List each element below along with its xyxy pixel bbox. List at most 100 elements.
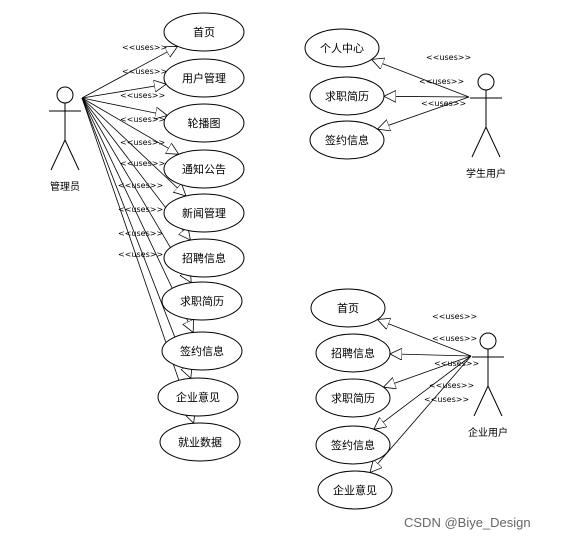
admin-use-case-label-10: 就业数据	[178, 435, 222, 449]
use-case-ellipse[interactable]	[317, 470, 393, 510]
admin-uses-label-7: <<uses>>	[118, 181, 163, 190]
use-case-ellipse[interactable]	[163, 149, 245, 189]
student-actor-leg-left	[471, 126, 487, 158]
admin-uses-line-10	[81, 97, 194, 423]
admin-use-case-4[interactable]: 通知公告	[163, 149, 245, 189]
admin-uses-label-1: <<uses>>	[122, 43, 167, 52]
admin-uses-line-5	[81, 97, 186, 196]
student-uses-label-1: <<uses>>	[426, 53, 471, 62]
company-uses-line-3	[383, 355, 472, 387]
company-actor-label: 企业用户	[468, 426, 508, 439]
student-uses-label-2: <<uses>>	[419, 77, 464, 86]
student-use-case-label-3: 签约信息	[325, 133, 369, 147]
use-case-ellipse[interactable]	[163, 193, 245, 233]
admin-use-case-label-6: 招聘信息	[182, 251, 226, 265]
company-use-case-5[interactable]: 企业意见	[317, 470, 393, 510]
admin-uses-label-3: <<uses>>	[120, 91, 165, 100]
admin-uses-line-4	[81, 97, 179, 154]
company-actor-leg-right	[487, 385, 503, 417]
company-use-case-3[interactable]: 求职简历	[315, 378, 391, 418]
company-uses-line-2	[390, 354, 472, 356]
admin-use-case-2[interactable]: 用户管理	[163, 58, 245, 98]
admin-use-case-1[interactable]: 首页	[163, 12, 245, 52]
admin-use-case-8[interactable]: 签约信息	[161, 331, 243, 371]
student-actor-leg-right	[485, 126, 501, 158]
student-use-case-label-1: 个人中心	[320, 42, 364, 55]
admin-uses-label-10: <<uses>>	[118, 250, 163, 259]
admin-uses-label-6: <<uses>>	[120, 159, 165, 168]
use-case-ellipse[interactable]	[161, 331, 243, 371]
use-case-ellipse[interactable]	[315, 333, 391, 373]
use-case-ellipse[interactable]	[304, 28, 380, 68]
use-case-ellipse[interactable]	[161, 281, 243, 321]
company-use-case-label-1: 首页	[337, 301, 359, 315]
company-use-case-label-4: 签约信息	[331, 438, 375, 452]
admin-use-case-label-5: 新闻管理	[182, 206, 226, 220]
company-use-case-label-2: 招聘信息	[331, 346, 375, 360]
company-uses-label-4: <<uses>>	[429, 381, 474, 390]
admin-use-case-label-8: 签约信息	[180, 344, 224, 358]
admin-actor-label: 管理员	[50, 180, 80, 193]
admin-uses-line-2	[81, 84, 166, 99]
student-use-case-2[interactable]: 求职简历	[309, 76, 385, 116]
company-uses-line-4	[374, 355, 472, 429]
admin-use-case-7[interactable]: 求职简历	[161, 281, 243, 321]
company-uses-line-1	[378, 320, 472, 357]
student-uses-line-3	[378, 96, 470, 129]
use-case-ellipse[interactable]	[163, 103, 245, 143]
use-case-ellipse[interactable]	[310, 288, 386, 328]
admin-uses-label-2: <<uses>>	[122, 67, 167, 76]
admin-uses-label-9: <<uses>>	[118, 229, 163, 238]
company-use-case-label-5: 企业意见	[333, 483, 377, 497]
admin-use-case-label-3: 轮播图	[188, 116, 221, 130]
company-use-case-4[interactable]: 签约信息	[315, 425, 391, 465]
company-uses-label-5: <<uses>>	[424, 395, 469, 404]
student-actor: 学生用户	[466, 73, 506, 180]
admin-uses-label-5: <<uses>>	[120, 138, 165, 147]
company-use-case-1[interactable]: 首页	[310, 288, 386, 328]
student-use-case-1[interactable]: 个人中心	[304, 28, 380, 68]
admin-actor: 管理员	[49, 86, 81, 193]
admin-use-case-6[interactable]: 招聘信息	[163, 238, 245, 278]
use-case-ellipse[interactable]	[159, 422, 241, 462]
admin-use-case-label-9: 企业意见	[176, 390, 220, 404]
watermark: CSDN @Biye_Design	[404, 515, 531, 530]
use-case-ellipse[interactable]	[309, 76, 385, 116]
student-use-case-3[interactable]: 签约信息	[309, 120, 385, 160]
admin-use-case-10[interactable]: 就业数据	[159, 422, 241, 462]
use-case-ellipse[interactable]	[309, 120, 385, 160]
company-uses-label-1: <<uses>>	[432, 312, 477, 321]
company-actor-leg-left	[473, 385, 489, 417]
use-case-ellipse[interactable]	[163, 238, 245, 278]
company-uses-label-2: <<uses>>	[432, 334, 477, 343]
admin-use-case-3[interactable]: 轮播图	[163, 103, 245, 143]
use-case-ellipse[interactable]	[315, 425, 391, 465]
student-uses-label-3: <<uses>>	[421, 99, 466, 108]
use-case-ellipse[interactable]	[315, 378, 391, 418]
admin-actor-head	[56, 86, 74, 104]
student-use-case-label-2: 求职简历	[325, 89, 369, 103]
admin-uses-line-3	[81, 97, 167, 116]
use-case-ellipse[interactable]	[163, 12, 245, 52]
admin-use-case-label-2: 用户管理	[182, 71, 226, 85]
admin-actor-leg-left	[50, 139, 66, 171]
admin-use-case-5[interactable]: 新闻管理	[163, 193, 245, 233]
company-actor: 企业用户	[468, 332, 508, 439]
company-use-case-2[interactable]: 招聘信息	[315, 333, 391, 373]
admin-actor-leg-right	[64, 139, 80, 171]
company-use-case-label-3: 求职简历	[331, 391, 375, 405]
student-uses-line-1	[372, 59, 470, 98]
student-actor-head	[477, 73, 495, 91]
use-case-ellipse[interactable]	[157, 377, 239, 417]
company-uses-label-3: <<uses>>	[434, 359, 479, 368]
company-actor-head	[479, 332, 497, 350]
admin-use-case-label-4: 通知公告	[182, 162, 226, 176]
admin-uses-line-9	[81, 97, 191, 378]
student-actor-label: 学生用户	[466, 167, 506, 180]
admin-uses-label-4: <<uses>>	[120, 115, 165, 124]
admin-use-case-9[interactable]: 企业意见	[157, 377, 239, 417]
admin-use-case-label-7: 求职简历	[180, 294, 224, 308]
use-case-ellipse[interactable]	[163, 58, 245, 98]
admin-uses-label-8: <<uses>>	[118, 205, 163, 214]
